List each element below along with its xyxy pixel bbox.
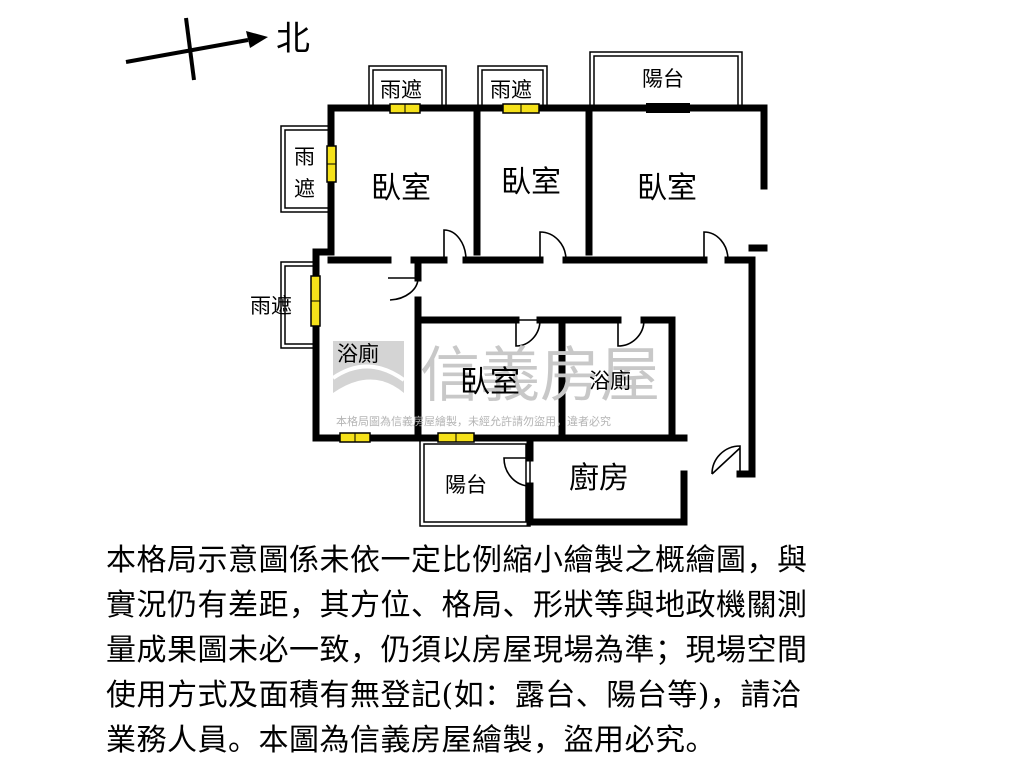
door-bathroom-2 xyxy=(617,319,645,347)
watermark-logo xyxy=(331,341,406,393)
balcony-bottom-inner xyxy=(423,443,527,523)
label-awning-left-1: 雨 xyxy=(294,145,315,169)
exterior-outlines xyxy=(280,51,743,527)
disclaimer-text: 本格局示意圖係未依一定比例縮小繪製之概繪圖，與 實況仍有差距，其方位、格局、形狀… xyxy=(106,543,808,758)
watermark-brand: 信義房屋 xyxy=(420,341,660,411)
doors xyxy=(388,103,741,487)
label-bedroom-4: 臥室 xyxy=(460,365,520,400)
label-awning-left-mid: 雨遮 xyxy=(250,294,292,318)
label-bathroom-1: 浴廁 xyxy=(337,342,379,366)
door-balcony xyxy=(503,457,531,487)
walls xyxy=(312,104,768,526)
door-bedroom-1 xyxy=(443,229,467,261)
compass-arrow-head xyxy=(246,31,268,48)
label-balcony-top: 陽台 xyxy=(642,67,684,91)
north-label: 北 xyxy=(276,19,310,59)
compass-cross-line xyxy=(184,17,196,81)
label-awning-left-2: 遮 xyxy=(294,177,315,201)
label-bedroom-1: 臥室 xyxy=(371,171,431,206)
door-bedroom-4 xyxy=(515,319,541,347)
label-balcony-bottom: 陽台 xyxy=(445,473,487,497)
wall-bath2-top xyxy=(640,316,676,442)
door-bedroom-2 xyxy=(539,231,567,261)
watermark: 信義房屋 本格局圖為信義房屋繪製，未經允許請勿盜用，違者必究 xyxy=(331,341,660,428)
label-awning-top-left: 雨遮 xyxy=(380,78,422,102)
window-mullions xyxy=(311,104,522,442)
watermark-notice: 本格局圖為信義房屋繪製，未經允許請勿盜用，違者必究 xyxy=(336,414,611,428)
floor-plan: 北 xyxy=(125,17,768,527)
door-bedroom-3 xyxy=(703,231,729,261)
label-bedroom-3: 臥室 xyxy=(637,171,697,206)
room-labels: 雨遮 雨遮 陽台 雨 遮 雨遮 臥室 臥室 臥室 臥室 浴廁 浴廁 陽台 廚房 xyxy=(250,67,697,497)
label-bedroom-2: 臥室 xyxy=(501,165,561,200)
compass: 北 xyxy=(125,17,310,81)
door-entrance xyxy=(711,445,741,475)
door-bathroom-1 xyxy=(388,277,419,301)
compass-arrow-shaft xyxy=(125,38,249,64)
wall-kitchen-bottom xyxy=(526,470,688,526)
wall-right-lower xyxy=(736,256,756,478)
label-bathroom-2: 浴廁 xyxy=(589,369,631,393)
label-kitchen: 廚房 xyxy=(569,461,629,496)
label-awning-top-mid: 雨遮 xyxy=(490,78,532,102)
